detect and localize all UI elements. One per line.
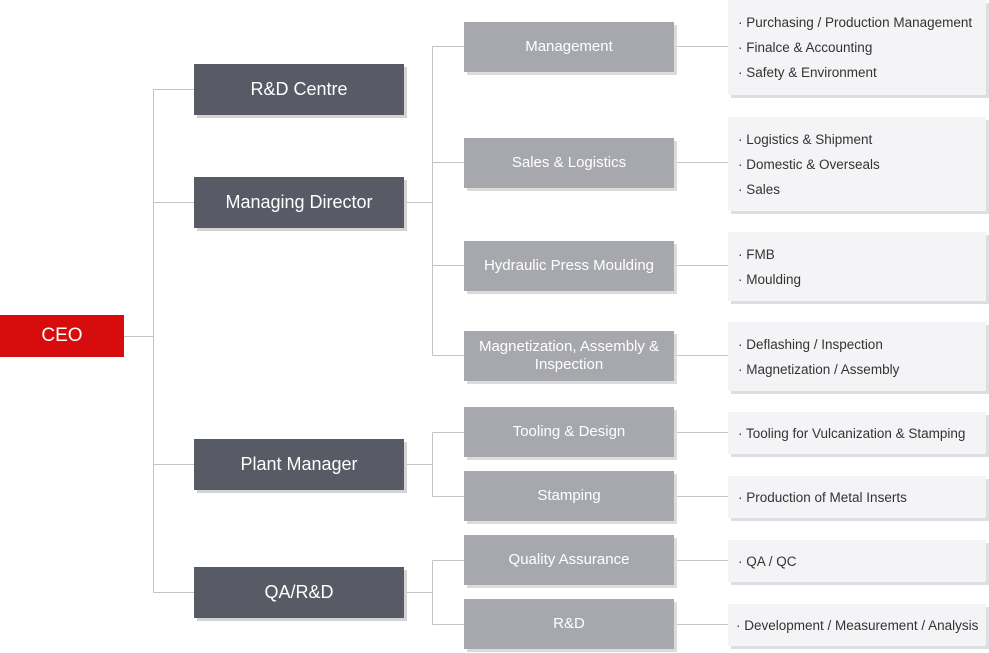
management-box: Management <box>464 22 674 72</box>
note-item: · Purchasing / Production Management <box>738 15 973 30</box>
sales-logistics-note: · Logistics & Shipment · Domestic & Over… <box>728 117 986 211</box>
managing-director-box: Managing Director <box>194 177 404 228</box>
quality-assurance-note: · QA / QC <box>728 540 986 582</box>
plant-manager-box: Plant Manager <box>194 439 404 490</box>
note-item: · Finalce & Accounting <box>738 40 873 55</box>
note-item: · Magnetization / Assembly <box>738 361 900 377</box>
note-item: · Domestic & Overseals <box>738 156 880 172</box>
tooling-design-note: · Tooling for Vulcanization & Stamping <box>728 412 986 454</box>
note-item: · QA / QC <box>738 553 797 569</box>
tooling-design-box: Tooling & Design <box>464 407 674 457</box>
stamping-note: · Production of Metal Inserts <box>728 476 986 518</box>
magnetization-assembly-inspection-box: Magnetization, Assembly & Inspection <box>464 331 674 381</box>
note-item: · Production of Metal Inserts <box>738 489 907 505</box>
rd-note: · Development / Measurement / Analysis <box>728 604 986 646</box>
hydraulic-press-moulding-note: · FMB · Moulding <box>728 232 986 301</box>
note-item: · Logistics & Shipment <box>738 131 873 147</box>
note-item: · Safety & Environment <box>738 65 877 80</box>
ceo-box: CEO <box>0 315 124 357</box>
note-item: · Sales <box>738 181 781 197</box>
note-item: · Moulding <box>738 271 802 287</box>
rd-centre-box: R&D Centre <box>194 64 404 115</box>
note-item: · Tooling for Vulcanization & Stamping <box>738 425 966 441</box>
hydraulic-press-moulding-box: Hydraulic Press Moulding <box>464 241 674 291</box>
qa-rd-box: QA/R&D <box>194 567 404 618</box>
note-item: · FMB <box>738 246 775 262</box>
note-item: · Deflashing / Inspection <box>738 336 883 352</box>
note-item: · Development / Measurement / Analysis <box>736 617 979 633</box>
sales-logistics-box: Sales & Logistics <box>464 138 674 188</box>
stamping-box: Stamping <box>464 471 674 521</box>
management-note: · Purchasing / Production Management · F… <box>728 0 986 95</box>
rd-box: R&D <box>464 599 674 649</box>
magnetization-assembly-inspection-note: · Deflashing / Inspection · Magnetizatio… <box>728 322 986 391</box>
quality-assurance-box: Quality Assurance <box>464 535 674 585</box>
